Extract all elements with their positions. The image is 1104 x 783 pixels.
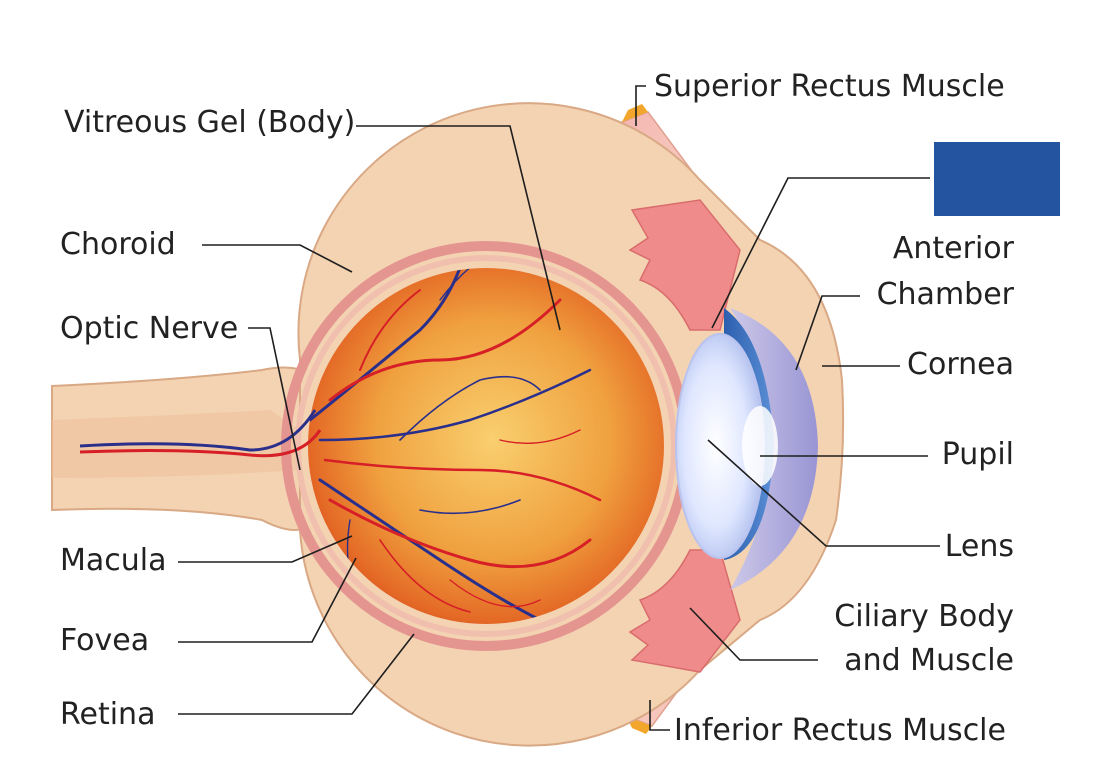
- label-anterior-chamber-line2: Chamber: [876, 277, 1014, 312]
- ciliary-body-upper: [628, 199, 741, 331]
- redaction-box: [934, 142, 1060, 216]
- label-optic-nerve: Optic Nerve: [60, 311, 239, 346]
- label-pupil: Pupil: [941, 437, 1014, 472]
- optic-artery: [79, 429, 322, 458]
- label-macula: Macula: [60, 543, 167, 578]
- pupil-highlight: [742, 406, 778, 486]
- label-vitreous-gel: Vitreous Gel (Body): [64, 105, 356, 140]
- vitreous-body: [308, 268, 664, 624]
- label-fovea: Fovea: [60, 623, 150, 658]
- label-retina: Retina: [60, 697, 156, 732]
- label-superior-rectus-muscle: Superior Rectus Muscle: [654, 69, 1005, 104]
- leader-lines: [178, 85, 940, 731]
- retina-ring: [295, 255, 677, 637]
- superior-rectus-tendon: [622, 104, 648, 122]
- retinal-vessels: [308, 268, 602, 622]
- label-anterior-chamber-line1: Anterior: [892, 231, 1014, 266]
- label-inferior-rectus-muscle: Inferior Rectus Muscle: [674, 713, 1006, 748]
- label-ciliary-body-line1: Ciliary Body: [834, 599, 1014, 634]
- label-cornea: Cornea: [907, 347, 1014, 382]
- optic-vein: [79, 409, 317, 452]
- label-choroid: Choroid: [60, 227, 176, 262]
- label-lens: Lens: [944, 529, 1014, 564]
- label-ciliary-body-line2: and Muscle: [844, 643, 1014, 678]
